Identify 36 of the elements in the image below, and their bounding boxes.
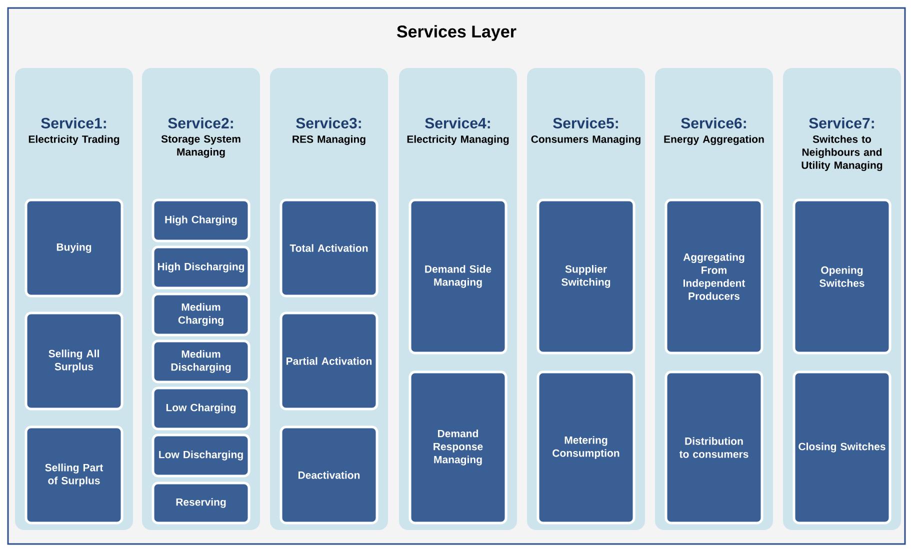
function-box: Reserving: [152, 482, 250, 524]
service-subtitle: RES Managing: [292, 135, 366, 146]
function-box: High Discharging: [152, 246, 250, 290]
service-subtitle: Storage System Managing: [161, 135, 240, 158]
service-heading: Service5:: [553, 117, 618, 128]
service-heading: Service2:: [168, 117, 233, 128]
function-box: Demand Side Managing: [408, 198, 508, 354]
service-subtitle: Switches to Neighbours and Utility Managing: [802, 135, 882, 172]
function-box: High Charging: [152, 198, 250, 242]
service-heading: Service1:: [41, 117, 106, 128]
function-box: Total Activation: [280, 198, 378, 298]
function-box: Metering Consumption: [536, 370, 636, 524]
service-heading: Service3:: [296, 117, 361, 128]
function-box: Medium Discharging: [152, 340, 250, 384]
function-box: Aggregating From Independent Producers: [664, 198, 764, 354]
function-box: Distribution to consumers: [664, 370, 764, 524]
function-box: Low Discharging: [152, 434, 250, 478]
function-box: Supplier Switching: [536, 198, 636, 354]
function-box: Low Charging: [152, 386, 250, 430]
function-box: Closing Switches: [792, 370, 892, 524]
function-box: Opening Switches: [792, 198, 892, 354]
function-box: Buying: [24, 198, 124, 298]
service-subtitle: Consumers Managing: [531, 135, 640, 146]
service-subtitle: Electricity Managing: [407, 135, 509, 146]
service-subtitle: Energy Aggregation: [664, 135, 764, 146]
service-subtitle: Electricity Trading: [28, 135, 120, 146]
function-box: Deactivation: [280, 426, 378, 524]
service-heading: Service4:: [425, 117, 490, 128]
layer-title: Services Layer: [396, 25, 516, 41]
function-box: Demand Response Managing: [408, 370, 508, 524]
function-box: Selling All Surplus: [24, 312, 124, 410]
function-box: Partial Activation: [280, 312, 378, 410]
function-box: Selling Part of Surplus: [24, 426, 124, 524]
service-heading: Service6:: [681, 117, 746, 128]
function-box: Medium Charging: [152, 292, 250, 336]
service-heading: Service7:: [809, 117, 874, 128]
